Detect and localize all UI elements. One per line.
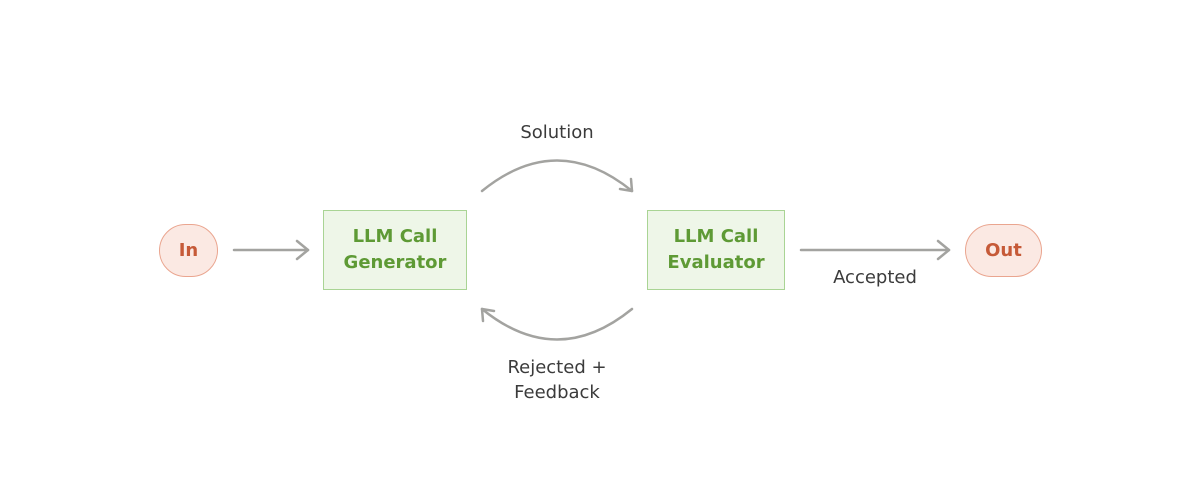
rejected-label-line2: Feedback — [514, 382, 600, 403]
generator-node-role: Generator — [343, 252, 447, 273]
input-node: In — [159, 224, 218, 277]
accepted-edge-label: Accepted — [815, 265, 935, 290]
output-node-label: Out — [985, 240, 1022, 261]
generator-node-title: LLM Call — [352, 226, 438, 247]
rejected-edge-label: Rejected + Feedback — [487, 355, 627, 405]
arrow-in-to-generator — [232, 239, 310, 261]
evaluator-node-title: LLM Call — [673, 226, 759, 247]
arrow-evaluator-to-out — [799, 239, 951, 261]
evaluator-node: LLM Call Evaluator — [647, 210, 785, 290]
output-node: Out — [965, 224, 1042, 277]
arrow-rejected-feedback — [480, 307, 634, 341]
generator-node: LLM Call Generator — [323, 210, 467, 290]
arrow-solution — [480, 159, 634, 193]
rejected-label-line1: Rejected + — [507, 357, 607, 378]
solution-label-text: Solution — [520, 122, 594, 143]
solution-edge-label: Solution — [497, 120, 617, 145]
evaluator-node-role: Evaluator — [667, 252, 765, 273]
accepted-label-text: Accepted — [833, 267, 917, 288]
input-node-label: In — [178, 240, 199, 261]
